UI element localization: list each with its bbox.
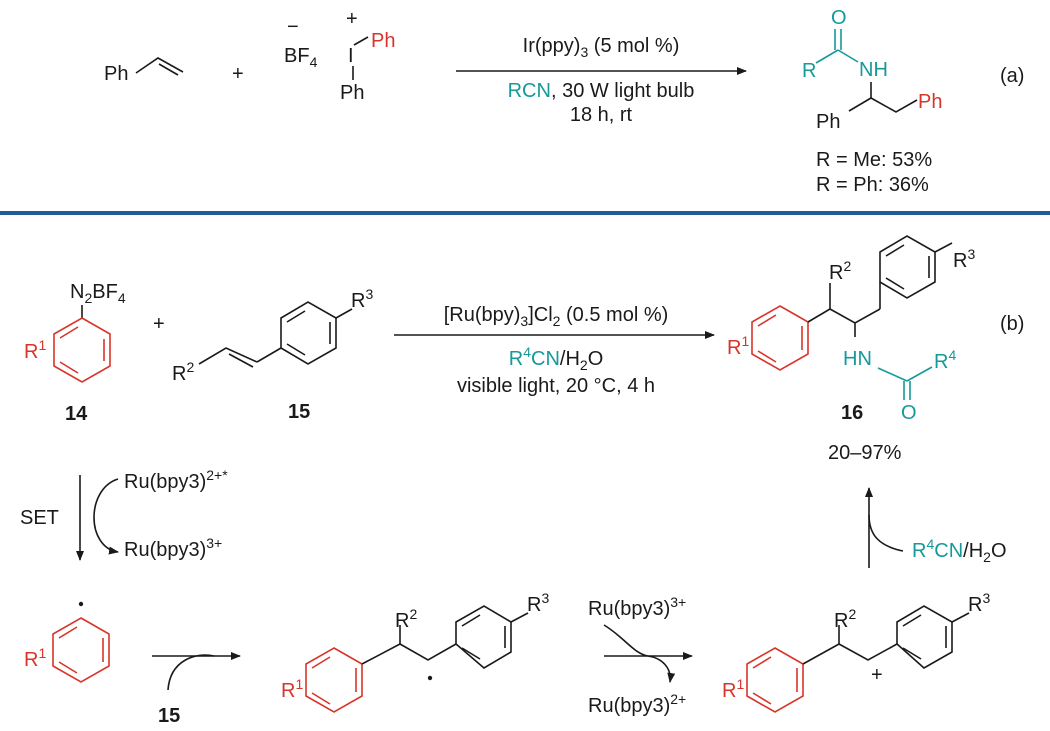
product-a-oxygen: O <box>831 7 847 29</box>
compound-16-oxygen: O <box>901 402 917 424</box>
product-a-ph-left: Ph <box>816 111 840 133</box>
iodonium-ph-bottom: Ph <box>340 82 364 104</box>
styrene-structure: Ph <box>104 57 184 85</box>
panel-a-plus: + <box>232 63 244 85</box>
styrene-ph-label: Ph <box>104 63 128 85</box>
compound-14-label: 14 <box>65 403 88 425</box>
conditions-b-line1: [Ru(bpy)3]Cl2 (0.5 mol %) <box>444 304 669 329</box>
intermediate-r1: R1 <box>281 676 303 702</box>
yield-ph: R = Ph: 36% <box>816 174 929 196</box>
cation-charge: + <box>871 664 883 686</box>
ru-excited: Ru(bpy3)2+* <box>124 467 228 493</box>
conditions-a-line2: RCN, 30 W light bulb <box>508 80 695 102</box>
panel-a: Ph + − BF4 + I Ph Ph Ir(ppy)3 (5 mol %) … <box>104 7 1024 196</box>
product-a-r: R <box>802 60 816 82</box>
compound-15-r2: R2 <box>172 359 194 385</box>
cation-r1: R1 <box>722 676 744 702</box>
radical-r1: R1 <box>24 645 46 671</box>
addition-curve <box>167 654 215 691</box>
svg-text:+: + <box>346 8 358 30</box>
compound-16-r1: R1 <box>727 333 749 359</box>
radical-intermediate-structure: R1 R2 R3 <box>281 590 549 713</box>
ritter-reagent: R4CN/H2O <box>912 536 1007 565</box>
set-label: SET <box>20 507 59 529</box>
compound-16-r3: R3 <box>953 246 975 272</box>
compound-16-hn: HN <box>843 348 872 370</box>
radical-dot <box>78 601 84 607</box>
yield-me: R = Me: 53% <box>816 149 932 171</box>
set-curved-arrow <box>93 478 119 555</box>
iodonium-counterion: BF4 <box>284 45 318 70</box>
ritter-curve <box>868 514 904 552</box>
cation-r2: R2 <box>834 606 856 632</box>
ru-3plus: Ru(bpy3)3+ <box>124 535 222 561</box>
product-a-nh: NH <box>859 59 888 81</box>
intermediate-radical-dot <box>427 675 433 681</box>
reduced-ru: Ru(bpy3)2+ <box>588 691 686 717</box>
set-step: SET Ru(bpy3)2+* Ru(bpy3)3+ <box>20 467 228 561</box>
panel-b: N2BF4 R1 14 + R2 R3 15 [Ru(bpy)3]Cl2 (0.… <box>20 235 1024 727</box>
product-a-ph-right: Ph <box>918 91 942 113</box>
compound-16-label: 16 <box>841 402 863 424</box>
aryl-radical-structure: R1 <box>24 601 110 683</box>
compound-16-structure: R1 R2 R3 HN R4 O 16 <box>727 235 975 424</box>
compound-16-r4: R4 <box>934 347 956 373</box>
oxidation-curve <box>603 624 676 683</box>
panel-b-plus: + <box>153 313 165 335</box>
compound-15-r3: R3 <box>351 286 373 312</box>
conditions-a-line1: Ir(ppy)3 (5 mol %) <box>523 35 680 60</box>
iodonium-ph-top: Ph <box>371 30 395 52</box>
amide-product-a: O R NH Ph Ph <box>802 7 942 133</box>
conditions-a-line3: 18 h, rt <box>570 104 633 126</box>
compound-16-r2: R2 <box>829 258 851 284</box>
iodonium-salt-structure: − BF4 + I Ph Ph <box>284 8 395 104</box>
addition-reagent-label: 15 <box>158 705 180 727</box>
compound-15-structure: R2 R3 15 <box>172 286 373 423</box>
conditions-b-line2: R4CN/H2O <box>509 344 604 373</box>
intermediate-r3: R3 <box>527 590 549 616</box>
panel-b-label: (b) <box>1000 313 1024 335</box>
compound-15-label: 15 <box>288 401 310 423</box>
compound-14-r1: R1 <box>24 337 46 363</box>
conditions-b-line3: visible light, 20 °C, 4 h <box>457 375 655 397</box>
iodine-label: I <box>348 45 354 67</box>
oxidant-ru: Ru(bpy3)3+ <box>588 594 686 620</box>
svg-text:−: − <box>287 16 299 38</box>
carbocation-structure: R1 R2 + R3 <box>722 590 990 713</box>
yield-b: 20–97% <box>828 442 902 464</box>
panel-a-label: (a) <box>1000 65 1024 87</box>
cation-r3: R3 <box>968 590 990 616</box>
intermediate-r2: R2 <box>395 606 417 632</box>
diazonium-label: N2BF4 <box>70 281 126 306</box>
compound-14-structure: N2BF4 R1 14 <box>24 281 126 425</box>
